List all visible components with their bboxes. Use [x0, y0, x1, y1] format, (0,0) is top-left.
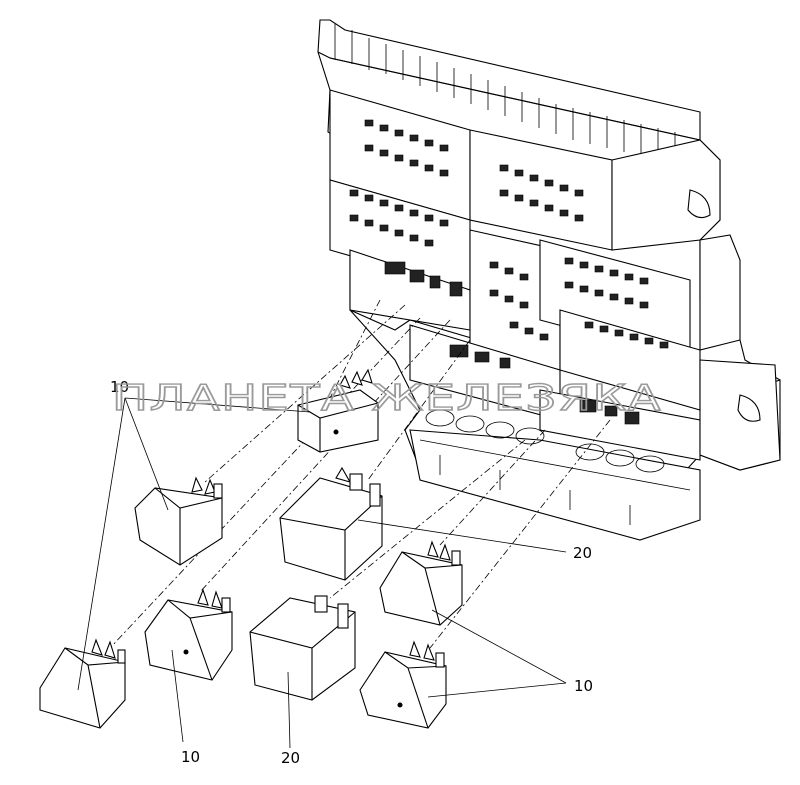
relay-large-bottom-icon	[249, 595, 356, 701]
relay-small-left-icon	[134, 476, 223, 566]
relay-small-top-icon	[297, 368, 379, 453]
callout-leaders	[77, 397, 567, 749]
callout-20-bottom: 20	[281, 749, 300, 767]
watermark-text: ПЛАНЕТА ЖЕЛЕЗЯКА	[112, 378, 662, 419]
relay-small-bottom-center-icon	[144, 588, 233, 681]
relay-small-bottom-left-icon	[39, 638, 126, 729]
callout-10-top: 10	[110, 378, 129, 396]
relay-sockets	[349, 119, 669, 425]
relay-large-center-icon	[279, 466, 383, 581]
tray-cells	[425, 409, 665, 473]
relay-small-right-upper-icon	[379, 540, 463, 626]
relay-small-right-lower-icon	[359, 640, 447, 729]
callout-10-bottom: 10	[181, 748, 200, 766]
callout-10-right: 10	[574, 677, 593, 695]
fuse-relay-box-icon	[317, 19, 781, 541]
callout-20-right: 20	[573, 544, 592, 562]
top-ribs	[317, 19, 701, 164]
